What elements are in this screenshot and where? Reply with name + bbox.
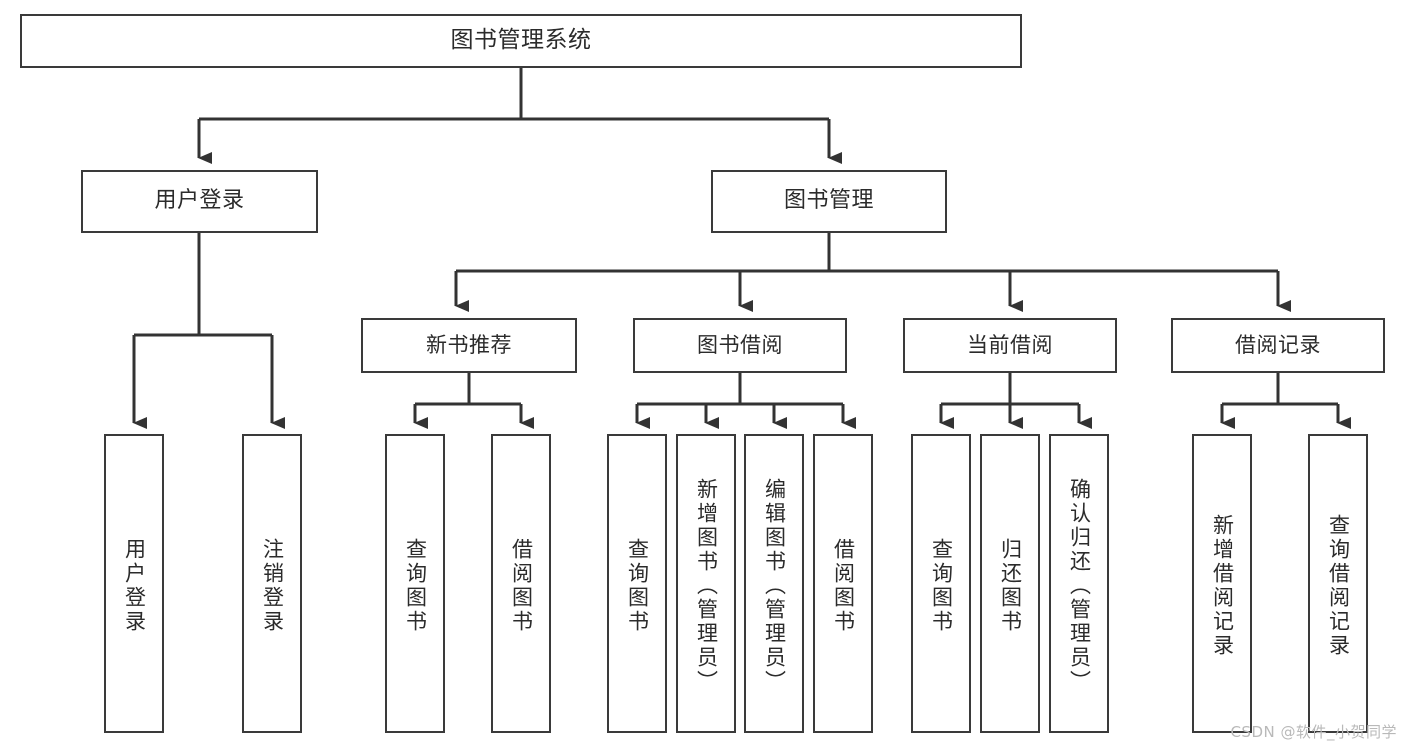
node-label: 归还图书 <box>998 537 1023 634</box>
node-label: 借阅记录 <box>1235 332 1321 357</box>
node-label: 图书借阅 <box>697 332 783 357</box>
node-label: 借阅图书 <box>509 537 534 634</box>
node-label: 用户登录 <box>154 188 245 214</box>
node-label: 当前借阅 <box>967 332 1053 357</box>
leaf-book-borrow-edit-book-admin[interactable]: 编辑图书（管理员） <box>744 434 804 733</box>
node-label: 用户登录 <box>122 537 147 634</box>
node-root-book-management-system[interactable]: 图书管理系统 <box>20 14 1022 68</box>
node-label: 查询图书 <box>403 537 428 634</box>
leaf-book-borrow-add-book-admin[interactable]: 新增图书（管理员） <box>676 434 736 733</box>
leaf-book-borrow-query-book[interactable]: 查询图书 <box>607 434 667 733</box>
node-label: 图书管理系统 <box>450 27 592 54</box>
node-label: 查询图书 <box>929 537 954 634</box>
node-book-management[interactable]: 图书管理 <box>711 170 947 233</box>
node-new-book-recommend[interactable]: 新书推荐 <box>361 318 577 373</box>
leaf-new-book-borrow-book[interactable]: 借阅图书 <box>491 434 551 733</box>
node-book-borrow[interactable]: 图书借阅 <box>633 318 847 373</box>
leaf-current-borrow-query-book[interactable]: 查询图书 <box>911 434 971 733</box>
leaf-user-login-logout[interactable]: 注销登录 <box>242 434 302 733</box>
node-label: 借阅图书 <box>831 537 856 634</box>
node-label: 图书管理 <box>783 188 874 214</box>
leaf-book-borrow-borrow-book[interactable]: 借阅图书 <box>813 434 873 733</box>
leaf-user-login-login[interactable]: 用户登录 <box>104 434 164 733</box>
node-label: 查询图书 <box>625 537 650 634</box>
node-label: 编辑图书（管理员） <box>762 477 787 694</box>
leaf-current-borrow-return-book[interactable]: 归还图书 <box>980 434 1040 733</box>
node-label: 新增借阅记录 <box>1210 513 1235 658</box>
node-label: 确认归还（管理员） <box>1067 477 1092 694</box>
leaf-borrow-record-add-record[interactable]: 新增借阅记录 <box>1192 434 1252 733</box>
leaf-current-borrow-confirm-return-admin[interactable]: 确认归还（管理员） <box>1049 434 1109 733</box>
node-user-login[interactable]: 用户登录 <box>81 170 318 233</box>
leaf-new-book-query-book[interactable]: 查询图书 <box>385 434 445 733</box>
leaf-borrow-record-query-record[interactable]: 查询借阅记录 <box>1308 434 1368 733</box>
node-label: 新书推荐 <box>426 332 512 357</box>
node-current-borrow[interactable]: 当前借阅 <box>903 318 1117 373</box>
node-label: 新增图书（管理员） <box>694 477 719 694</box>
node-label: 查询借阅记录 <box>1326 513 1351 658</box>
node-borrow-record[interactable]: 借阅记录 <box>1171 318 1385 373</box>
watermark-text: CSDN @软件_小贺同学 <box>1230 723 1397 741</box>
node-label: 注销登录 <box>260 537 285 634</box>
